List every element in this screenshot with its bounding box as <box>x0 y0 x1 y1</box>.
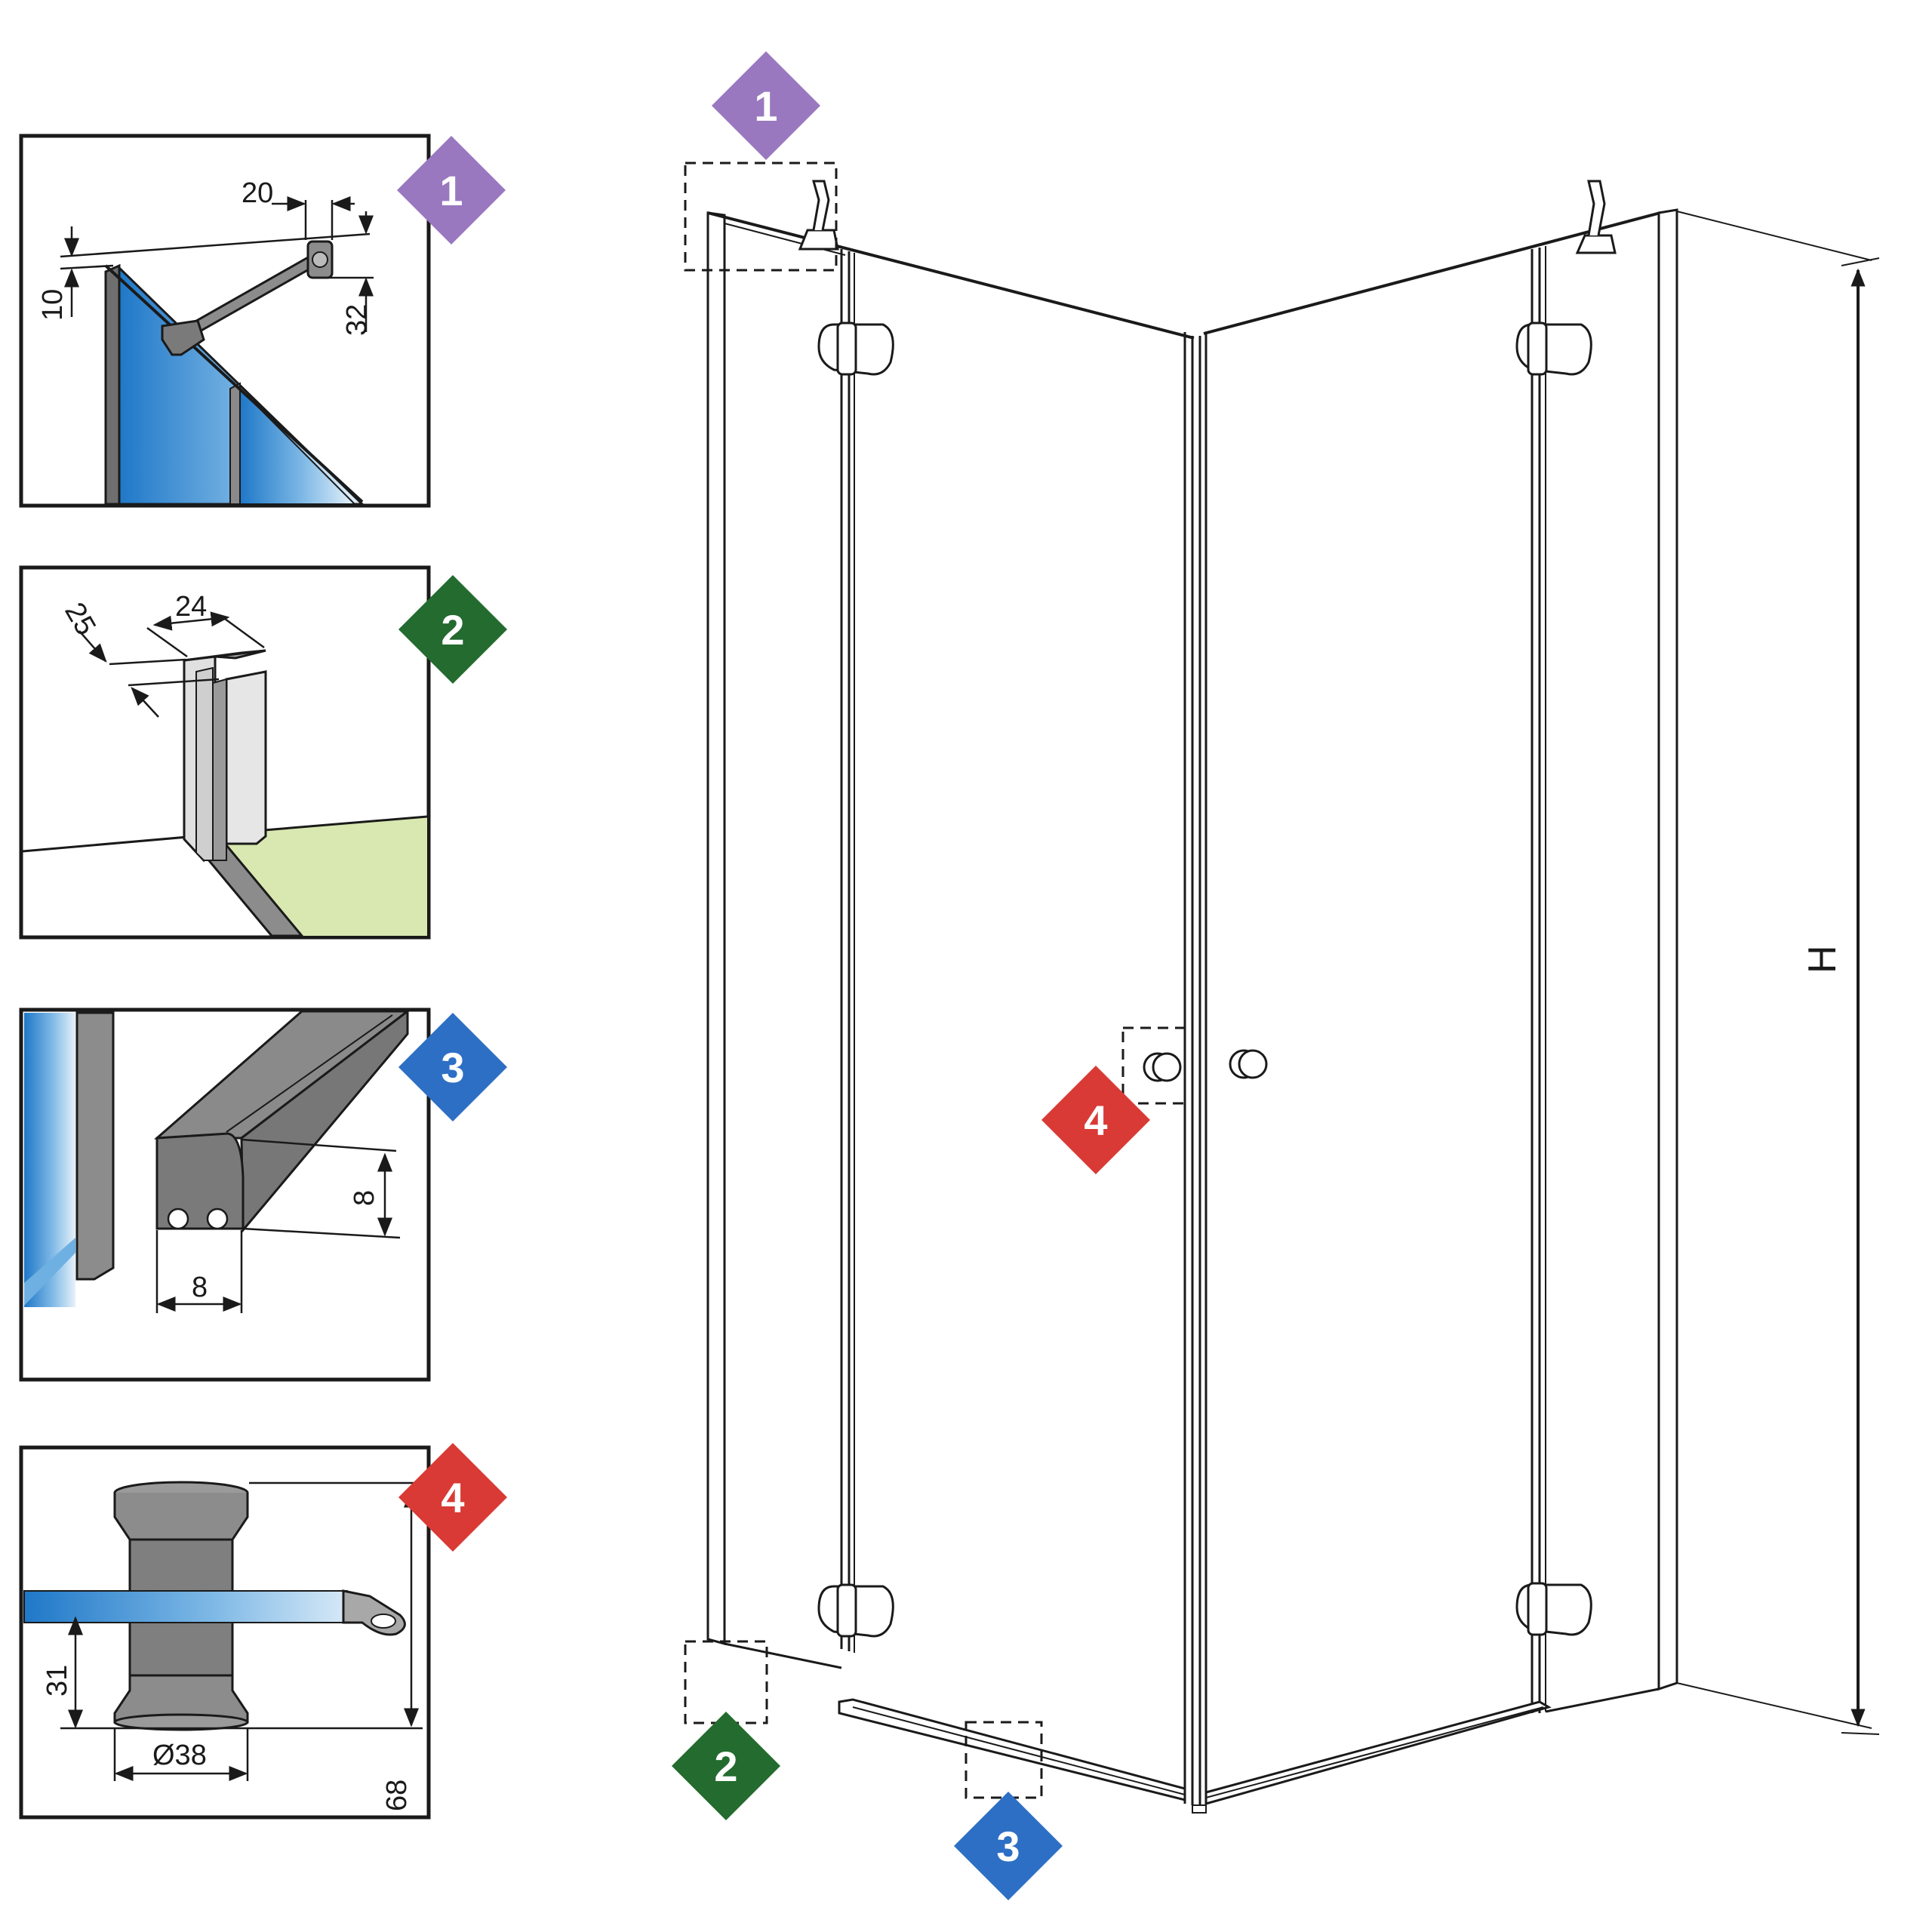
svg-text:2: 2 <box>714 1743 737 1790</box>
floor-seal-icon <box>24 1008 411 1307</box>
dim-lines-1 <box>60 196 374 332</box>
badge-1-detail: 1 <box>397 136 506 245</box>
dim-label-10: 10 <box>37 289 69 321</box>
dim-label-8-vertical: 8 <box>349 1190 380 1206</box>
svg-text:4: 4 <box>1084 1097 1107 1144</box>
dim-lines-3 <box>155 1138 401 1313</box>
dim-label-diameter-38: Ø38 <box>152 1740 207 1771</box>
knob-handle-icon <box>23 1481 406 1731</box>
badge-4-main: 4 <box>1041 1066 1150 1174</box>
badge-1-main: 1 <box>712 51 820 160</box>
wall-profile-icon <box>22 649 428 937</box>
badge-3-main: 3 <box>954 1792 1063 1900</box>
svg-text:4: 4 <box>441 1474 464 1521</box>
detail-panel-4: 31 Ø38 68 4 <box>19 1443 507 1820</box>
svg-text:3: 3 <box>441 1044 464 1091</box>
dim-lines-4 <box>60 1481 423 1781</box>
svg-text:3: 3 <box>996 1823 1020 1870</box>
dim-label-31: 31 <box>42 1665 73 1697</box>
dim-label-32: 32 <box>341 304 373 336</box>
detail-panel-3: 8 8 3 <box>19 1008 507 1382</box>
badge-2-detail: 2 <box>398 575 507 684</box>
hinge-icon <box>817 321 894 1638</box>
height-label: H <box>1801 945 1844 974</box>
dim-label-68: 68 <box>381 1780 413 1811</box>
detail-panel-1: 20 10 32 1 <box>19 134 506 508</box>
dim-label-20: 20 <box>242 177 273 209</box>
dim-lines-2 <box>78 611 265 718</box>
badge-3-detail: 3 <box>398 1013 507 1121</box>
enclosure-drawing <box>684 162 1880 1814</box>
hinge-icon <box>1515 321 1592 1636</box>
svg-text:1: 1 <box>754 82 777 130</box>
badge-4-detail: 4 <box>398 1443 507 1552</box>
detail-panel-2: 24 25 2 <box>19 565 507 940</box>
svg-text:1: 1 <box>439 167 463 214</box>
svg-text:2: 2 <box>441 606 464 654</box>
dim-label-8-horizontal: 8 <box>192 1272 208 1303</box>
badge-2-main: 2 <box>672 1712 780 1820</box>
dim-label-24: 24 <box>175 591 207 623</box>
